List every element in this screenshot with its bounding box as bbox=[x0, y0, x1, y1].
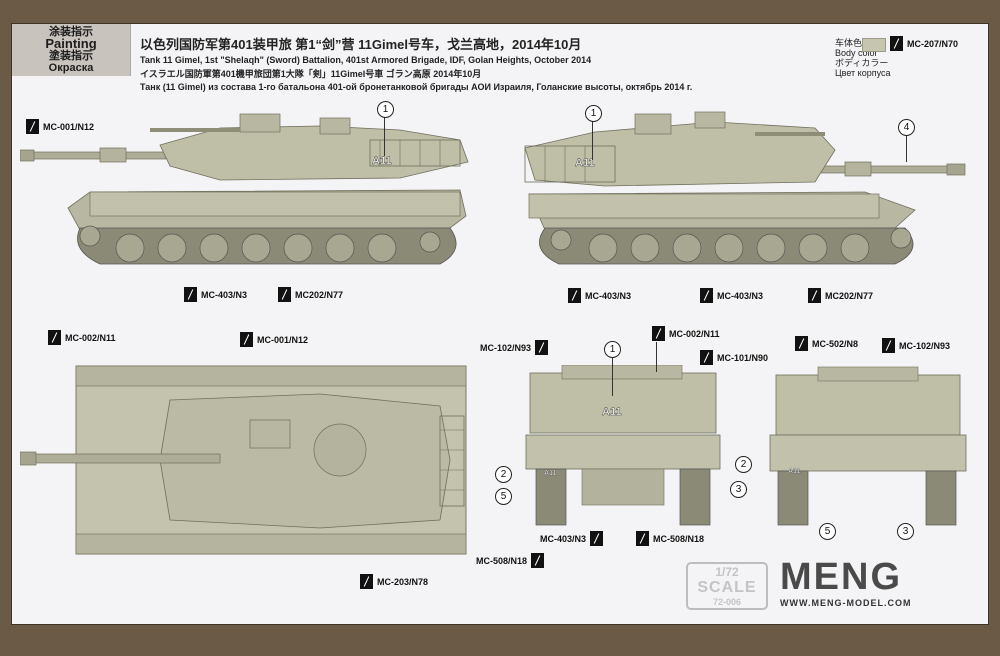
paint-bottle-icon bbox=[700, 350, 713, 365]
tank-marking-a11: A11 bbox=[372, 155, 392, 167]
title-block: 以色列国防军第401装甲旅 第1“剑”营 11Gimel号车，戈兰高地，2014… bbox=[140, 34, 740, 92]
callout-c2: MC-403/N3 bbox=[184, 287, 247, 302]
tank-marking-a11: A11 bbox=[575, 157, 595, 169]
body-color-swatch bbox=[862, 38, 886, 52]
paint-bottle-icon bbox=[48, 330, 61, 345]
callout-c15: MC-508/N18 bbox=[476, 553, 548, 568]
marker-2a: 2 bbox=[495, 466, 512, 483]
header-ru: Окраска bbox=[48, 62, 94, 74]
callout-c16: MC-502/N8 bbox=[795, 336, 858, 351]
marker-5b: 5 bbox=[819, 523, 836, 540]
body-color-cn: 车体色 bbox=[835, 38, 863, 48]
marker-3a: 3 bbox=[730, 481, 747, 498]
callout-c17: MC-102/N93 bbox=[882, 338, 950, 353]
header-jp: 塗装指示 bbox=[49, 50, 93, 62]
paint-bottle-icon bbox=[795, 336, 808, 351]
paint-bottle-icon bbox=[360, 574, 373, 589]
marker-5a: 5 bbox=[495, 488, 512, 505]
callout-c11: MC-002/N11 bbox=[652, 326, 720, 341]
paint-bottle-icon bbox=[808, 288, 821, 303]
painting-header: 涂装指示 Painting 塗装指示 Окраска bbox=[12, 24, 131, 76]
marker-1c: 1 bbox=[604, 341, 621, 358]
paint-bottle-icon bbox=[568, 288, 581, 303]
callout-c7: MC-002/N11 bbox=[48, 330, 116, 345]
paint-bottle-icon bbox=[531, 553, 545, 568]
body-color-jp: ボディカラー bbox=[835, 58, 889, 68]
callout-c1: MC-001/N12 bbox=[26, 119, 94, 134]
callout-c8: MC-001/N12 bbox=[240, 332, 308, 347]
callout-c5: MC-403/N3 bbox=[700, 288, 763, 303]
title-ru: Танк (11 Gimel) из состава 1-го батальон… bbox=[140, 82, 693, 92]
marker-2b: 2 bbox=[735, 456, 752, 473]
body-color-en: Body color bbox=[835, 48, 878, 58]
paint-bottle-icon bbox=[890, 36, 903, 51]
title-jp: イスラエル国防軍第401機甲旅団第1大隊「剣」11Gimel号車 ゴラン高原 2… bbox=[140, 69, 482, 79]
paint-bottle-icon bbox=[184, 287, 197, 302]
scale-badge: 1/72 SCALE 72-006 bbox=[686, 562, 768, 610]
tank-rear-view: A11 bbox=[769, 366, 967, 526]
callout-c13: MC-403/N3 bbox=[540, 531, 607, 546]
marker-1a: 1 bbox=[377, 101, 394, 118]
paint-bottle-icon bbox=[26, 119, 39, 134]
paint-bottle-icon bbox=[278, 287, 291, 302]
body-color-ru: Цвет корпуса bbox=[835, 68, 891, 78]
callout-c6: MC202/N77 bbox=[808, 288, 873, 303]
paint-bottle-icon bbox=[240, 332, 253, 347]
title-cn: 以色列国防军第401装甲旅 第1“剑”营 11Gimel号车，戈兰高地，2014… bbox=[140, 37, 582, 52]
callout-c4: MC-403/N3 bbox=[568, 288, 631, 303]
paint-bottle-icon bbox=[700, 288, 713, 303]
paint-bottle-icon bbox=[882, 338, 895, 353]
brand-url: WWW.MENG-MODEL.COM bbox=[780, 598, 912, 608]
paint-bottle-icon bbox=[652, 326, 665, 341]
header-en: Painting bbox=[45, 36, 97, 51]
paint-bottle-icon bbox=[590, 531, 604, 546]
paint-bottle-icon bbox=[636, 531, 649, 546]
tank-front-view: A11 A11 bbox=[525, 365, 721, 526]
callout-c12: MC-101/N90 bbox=[700, 350, 768, 365]
tank-marking-a11: A11 bbox=[788, 468, 801, 475]
tank-marking-a11: A11 bbox=[602, 406, 622, 418]
paint-bottle-icon bbox=[535, 340, 549, 355]
body-color-legend: 车体色 Body color ボディカラー Цвет корпуса bbox=[835, 38, 891, 78]
header-cn: 涂装指示 bbox=[49, 26, 93, 38]
callout-c10: MC-102/N93 bbox=[480, 340, 552, 355]
callout-c9: MC-203/N78 bbox=[360, 574, 428, 589]
tank-right-side-view: A11 bbox=[524, 111, 966, 265]
marker-4: 4 bbox=[898, 119, 915, 136]
callout-c3: MC202/N77 bbox=[278, 287, 343, 302]
tank-top-view bbox=[20, 365, 467, 555]
marker-1b: 1 bbox=[585, 105, 602, 122]
callout-c14: MC-508/N18 bbox=[636, 531, 704, 546]
title-en: Tank 11 Gimel, 1st "Shelaqh" (Sword) Bat… bbox=[140, 55, 592, 65]
meng-logo: MENG bbox=[780, 556, 902, 598]
tank-left-side-view: A11 bbox=[20, 113, 469, 265]
marker-3b: 3 bbox=[897, 523, 914, 540]
tank-marking-a11: A11 bbox=[544, 470, 557, 477]
body-color-code: MC-207/N70 bbox=[890, 36, 958, 51]
